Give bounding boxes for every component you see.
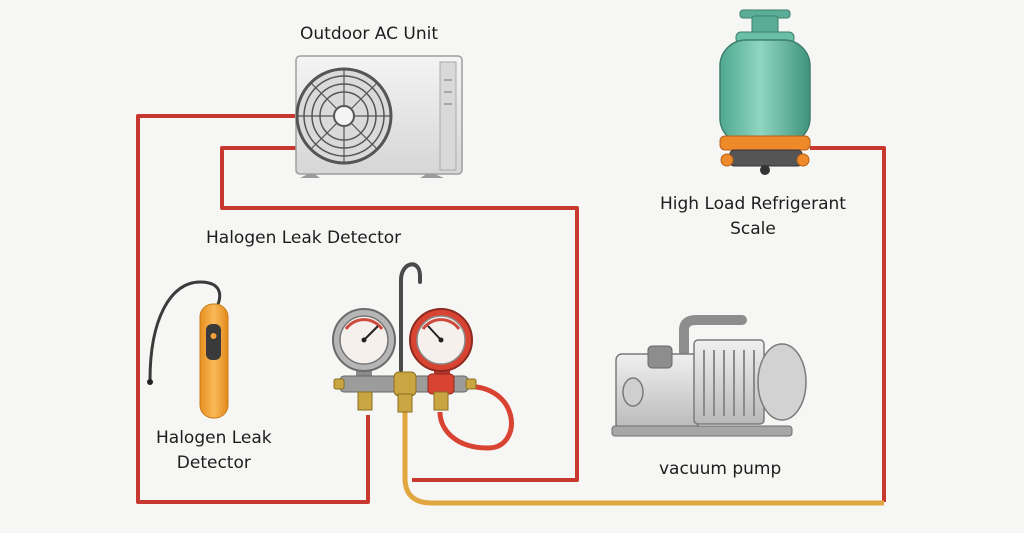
hoses <box>136 114 886 506</box>
manifold-body <box>333 371 477 413</box>
scale-label: High Load Refrigerant Scale <box>660 192 846 242</box>
yellow-hose-pump-line <box>402 412 884 506</box>
vacuum-pump <box>611 315 807 437</box>
vacuum-pump-label: vacuum pump <box>659 459 782 479</box>
detector-label-line2: Detector <box>176 453 251 473</box>
outdoor-unit-label: Outdoor AC Unit <box>300 24 439 44</box>
detector-label-line1: Halogen Leak <box>156 428 272 448</box>
refrigerant-cylinder <box>719 9 811 145</box>
scale-label-line2: Scale <box>730 219 776 239</box>
needle-icon <box>427 325 442 341</box>
high-pressure-gauge <box>409 308 473 380</box>
red-hose-scale-line <box>810 146 886 502</box>
low-pressure-gauge <box>332 308 396 380</box>
red-hose-detector-loop <box>136 114 370 504</box>
needle-icon <box>363 325 379 341</box>
outdoor-ac-unit <box>295 55 463 178</box>
hook-icon <box>399 262 422 372</box>
detector-label: Halogen Leak Detector <box>156 426 272 476</box>
gauge-red-hose-loop <box>437 384 514 451</box>
halogen-leak-detector <box>147 280 229 419</box>
refrigerant-scale <box>719 135 811 175</box>
fan-icon <box>295 67 393 165</box>
red-hose-pressure-loop <box>220 146 579 482</box>
detector-top-label: Halogen Leak Detector <box>206 228 402 248</box>
scale-label-line1: High Load Refrigerant <box>660 194 846 214</box>
manifold-gauge-set <box>332 262 477 413</box>
